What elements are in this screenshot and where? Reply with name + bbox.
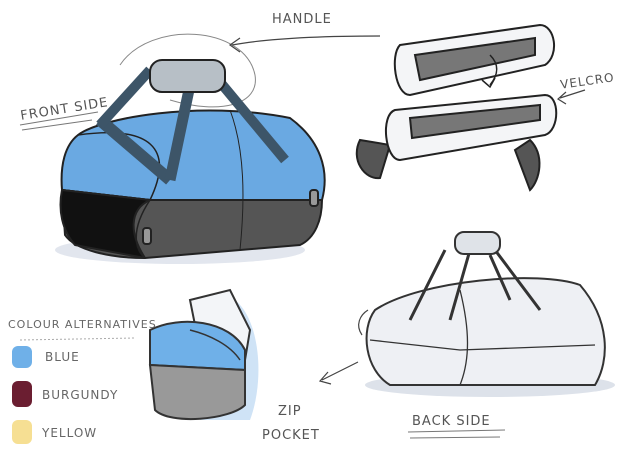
rotate-arrow (358, 309, 369, 336)
colour-title-underline (19, 337, 136, 341)
blue-label: BLUE (45, 350, 80, 364)
velcro-handle-illustration (355, 23, 558, 192)
velcro-arrow (556, 89, 586, 105)
yellow-label: YELLOW (42, 426, 98, 440)
yellow-swatch (12, 420, 32, 444)
pocket-arrow (318, 361, 359, 385)
handle-arrow (228, 35, 381, 53)
pocket-label: POCKET (262, 428, 320, 443)
back-bag-illustration (365, 231, 615, 397)
handle-label: HANDLE (272, 12, 332, 27)
zip-label: ZIP (278, 404, 302, 419)
burgundy-swatch (12, 381, 32, 407)
zip-pocket-illustration (148, 288, 259, 420)
burgundy-label: BURGUNDY (42, 388, 119, 402)
colour-alternatives-title: COLOUR ALTERNATIVES (8, 318, 157, 331)
blue-swatch (12, 346, 32, 368)
back-side-underline (407, 429, 506, 439)
front-bag-illustration (55, 33, 326, 264)
front-side-underline (19, 111, 99, 131)
back-side-label: BACK SIDE (412, 414, 491, 429)
